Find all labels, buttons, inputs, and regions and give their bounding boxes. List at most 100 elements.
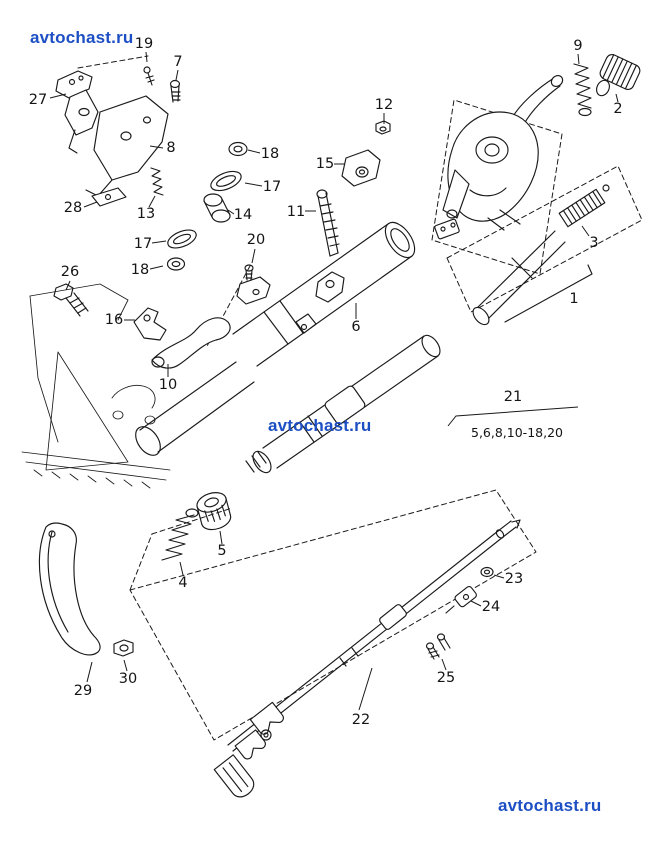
part-label-15: 15 bbox=[316, 156, 345, 172]
svg-text:6: 6 bbox=[351, 319, 360, 335]
body-sketch bbox=[21, 283, 171, 489]
part-22-drawing bbox=[213, 519, 521, 798]
part-label-26: 26 bbox=[61, 264, 79, 291]
part-18-left-drawing bbox=[166, 257, 186, 271]
part-17-left-drawing bbox=[167, 229, 197, 249]
group-label-21: 21 bbox=[447, 389, 579, 427]
svg-text:22: 22 bbox=[352, 712, 370, 728]
svg-text:12: 12 bbox=[375, 97, 393, 113]
svg-text:28: 28 bbox=[64, 200, 82, 216]
part-2-drawing bbox=[596, 54, 641, 97]
column-jacket-drawing bbox=[245, 334, 441, 474]
svg-text:5,6,8,10-18,20: 5,6,8,10-18,20 bbox=[471, 425, 563, 440]
svg-text:24: 24 bbox=[482, 599, 500, 615]
part-9-drawing bbox=[573, 63, 592, 117]
part-label-16: 16 bbox=[105, 312, 135, 328]
part-label-20: 20 bbox=[247, 232, 265, 264]
svg-text:8: 8 bbox=[166, 140, 175, 156]
part-15-drawing bbox=[341, 149, 381, 187]
part-14-drawing bbox=[203, 193, 231, 223]
part-4-drawing bbox=[161, 508, 199, 561]
svg-text:18: 18 bbox=[131, 262, 149, 278]
jacket-stub-drawing bbox=[135, 361, 255, 456]
part-label-24: 24 bbox=[470, 599, 500, 615]
part-13-drawing bbox=[150, 167, 164, 196]
part-label-12: 12 bbox=[375, 97, 393, 124]
part-label-10: 10 bbox=[159, 364, 177, 393]
part-25-drawing bbox=[425, 633, 451, 660]
group-items-label: 5,6,8,10-18,20 bbox=[471, 425, 563, 440]
watermark-center: avtochast.ru bbox=[268, 416, 372, 435]
part-19-drawing bbox=[143, 66, 155, 86]
part-18-upper-drawing bbox=[228, 141, 248, 157]
part-20-drawing bbox=[236, 264, 271, 305]
svg-text:23: 23 bbox=[505, 571, 523, 587]
part-label-22: 22 bbox=[352, 667, 373, 728]
part-label-17-left: 17 bbox=[134, 236, 167, 252]
part-label-6: 6 bbox=[351, 303, 361, 335]
svg-text:17: 17 bbox=[263, 179, 281, 195]
svg-text:3: 3 bbox=[589, 235, 598, 251]
switch-housing-drawing bbox=[434, 74, 564, 240]
part-label-14: 14 bbox=[227, 207, 252, 223]
svg-text:13: 13 bbox=[137, 206, 155, 222]
part-29-drawing bbox=[38, 522, 101, 656]
part-label-11: 11 bbox=[287, 204, 316, 220]
part-10-drawing bbox=[151, 317, 231, 369]
part-label-18-left: 18 bbox=[131, 262, 164, 278]
svg-text:20: 20 bbox=[247, 232, 265, 248]
svg-text:29: 29 bbox=[74, 683, 92, 699]
part-label-8: 8 bbox=[149, 140, 176, 156]
svg-text:15: 15 bbox=[316, 156, 334, 172]
watermark-top-left: avtochast.ru bbox=[30, 28, 134, 47]
svg-text:2: 2 bbox=[613, 101, 622, 117]
part-3-1-drawing bbox=[472, 184, 610, 326]
part-label-7: 7 bbox=[173, 54, 183, 81]
svg-text:25: 25 bbox=[437, 670, 455, 686]
watermark-bottom-right: avtochast.ru bbox=[498, 796, 602, 815]
svg-text:27: 27 bbox=[29, 92, 47, 108]
part-labels: 27 19 7 8 28 13 bbox=[29, 36, 623, 728]
part-28-drawing bbox=[91, 187, 127, 207]
part-23-drawing bbox=[480, 566, 494, 578]
part-label-1: 1 bbox=[569, 291, 578, 307]
svg-text:5: 5 bbox=[217, 543, 226, 559]
svg-text:10: 10 bbox=[159, 377, 177, 393]
svg-text:19: 19 bbox=[135, 36, 153, 52]
part-24-drawing bbox=[445, 585, 477, 614]
svg-text:1: 1 bbox=[569, 291, 578, 307]
part-5-drawing bbox=[196, 492, 232, 531]
part-8-drawing bbox=[85, 95, 169, 197]
part-11-drawing bbox=[316, 189, 340, 257]
part-27-drawing bbox=[55, 70, 99, 154]
svg-text:21: 21 bbox=[504, 389, 522, 405]
part-7-drawing bbox=[169, 79, 181, 103]
diagram-artwork bbox=[21, 54, 643, 798]
part-label-19: 19 bbox=[135, 36, 153, 63]
part-6-drawing bbox=[232, 221, 416, 367]
part-26-drawing bbox=[53, 283, 89, 317]
svg-text:18: 18 bbox=[261, 146, 279, 162]
part-label-4: 4 bbox=[178, 561, 188, 591]
svg-text:17: 17 bbox=[134, 236, 152, 252]
part-16-drawing bbox=[133, 307, 167, 341]
part-label-28: 28 bbox=[64, 200, 98, 216]
svg-text:26: 26 bbox=[61, 264, 79, 280]
part-label-3: 3 bbox=[581, 225, 599, 251]
part-label-5: 5 bbox=[217, 530, 227, 559]
part-30-drawing bbox=[113, 639, 134, 657]
svg-text:7: 7 bbox=[173, 54, 182, 70]
svg-text:9: 9 bbox=[573, 38, 582, 54]
part-17-upper-drawing bbox=[210, 170, 242, 192]
part-label-29: 29 bbox=[74, 661, 93, 699]
part-label-27: 27 bbox=[29, 92, 67, 108]
part-label-23: 23 bbox=[493, 571, 523, 587]
part-label-18-upper: 18 bbox=[247, 146, 279, 162]
svg-text:14: 14 bbox=[234, 207, 252, 223]
part-label-9: 9 bbox=[573, 38, 583, 65]
svg-text:4: 4 bbox=[178, 575, 187, 591]
part-label-2: 2 bbox=[613, 93, 623, 117]
part-label-17-upper: 17 bbox=[244, 179, 281, 195]
